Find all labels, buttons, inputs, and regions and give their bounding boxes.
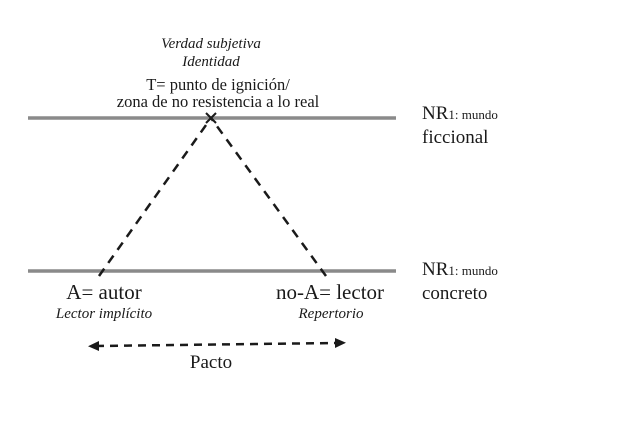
apex-label-identity: Identidad: [182, 54, 240, 70]
repertoire-label: Repertorio: [298, 306, 364, 322]
fictional-world-label: NR1: mundo ficcional: [422, 102, 498, 149]
nr-line1-rest: : mundo: [454, 107, 498, 122]
nr-subscript: 1: [448, 263, 455, 278]
nr-line2: ficcional: [422, 127, 489, 148]
pact-arrowhead-left: [88, 341, 99, 351]
nr-line2: concreto: [422, 283, 488, 304]
nr-subscript: 1: [448, 107, 455, 122]
left-dashed-edge: [97, 117, 213, 277]
nr-line1-rest: : mundo: [454, 263, 498, 278]
apex-label-ignition-point: T= punto de ignición/: [146, 75, 290, 94]
reader-label: no-A= lector: [275, 280, 385, 304]
apex-label-subjective-truth: Verdad subjetiva: [161, 36, 261, 52]
apex-label-non-resistance-zone: zona de no resistencia a lo real: [116, 92, 320, 111]
nr-prefix: NR: [422, 259, 449, 280]
pact-label: Pacto: [189, 352, 233, 373]
implied-reader-label: Lector implícito: [55, 306, 153, 322]
concrete-world-label: NR1: mundo concreto: [422, 258, 498, 305]
pact-arrowhead-right: [335, 338, 346, 348]
right-dashed-edge: [209, 117, 328, 277]
author-label: A= autor: [66, 280, 142, 304]
nr-prefix: NR: [422, 103, 449, 124]
pact-arrow: [95, 341, 338, 348]
apex-cross-b: [205, 112, 217, 124]
